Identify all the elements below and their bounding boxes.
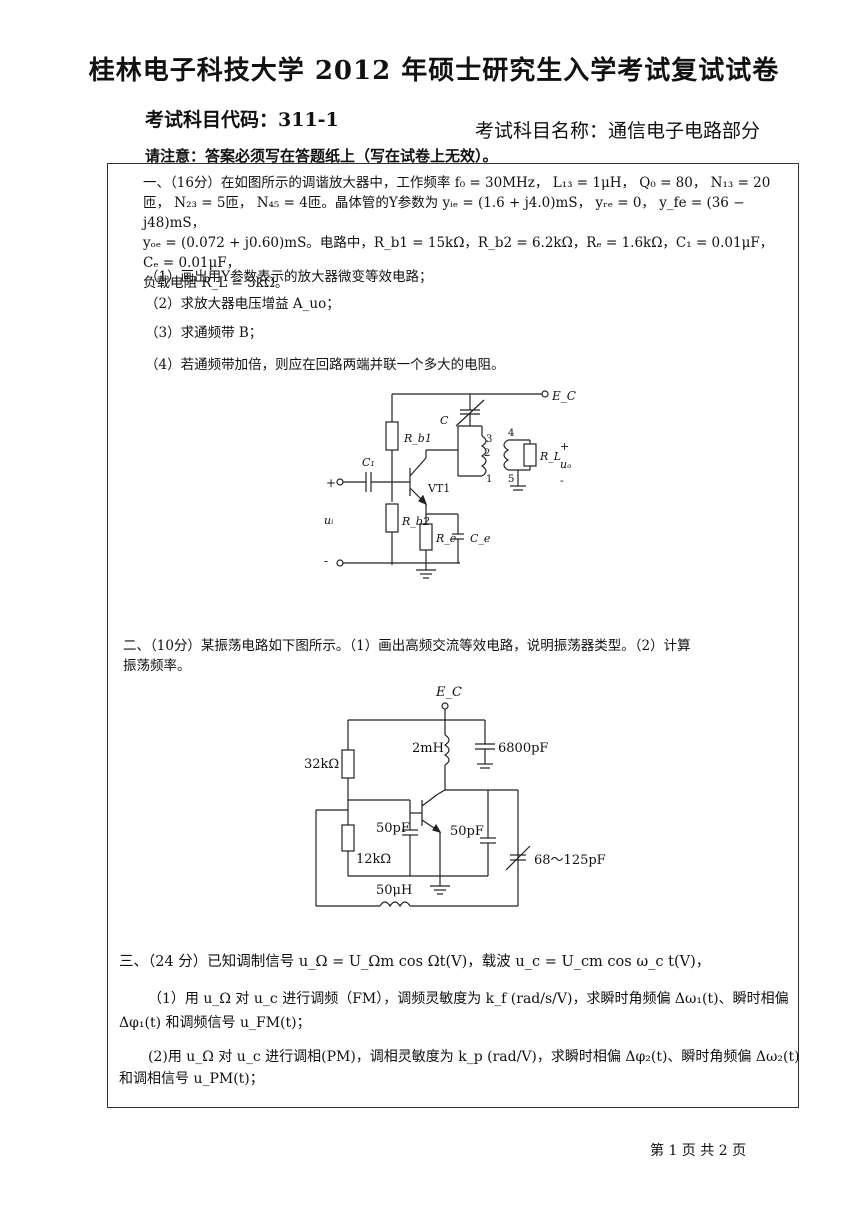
c2-label: 50pF bbox=[376, 821, 410, 836]
output-plus: + bbox=[560, 440, 569, 453]
q1-intro-line2: 匝， N₂₃ = 5匝， N₄₅ = 4匝。晶体管的Y参数为 yᵢₑ = (1.… bbox=[143, 195, 745, 231]
q1-intro-line3: yₒₑ = (0.072 + j0.60)mS。电路中，R_b1 = 15kΩ，… bbox=[143, 235, 774, 271]
node2-label: 2 bbox=[484, 448, 490, 459]
q3-intro: 三、（24 分）已知调制信号 u_Ω = U_Ωm cos Ωt(V)，载波 u… bbox=[119, 954, 711, 970]
q1-sub1: （1）画出用Y参数表示的放大器微变等效电路； bbox=[145, 269, 433, 285]
q1-sub4: （4）若通频带加倍，则应在回路两端并联一个多大的电阻。 bbox=[145, 357, 505, 373]
q1-intro-line4: 负载电阻 R_L = 5kΩ。 bbox=[143, 275, 289, 291]
tuned-amplifier-circuit: E_C R_b1 R_b2 C₁ + uᵢ - VT1 R_e C_e C bbox=[324, 389, 576, 579]
l1-label: 2mH bbox=[412, 741, 444, 756]
q2-line1: 二、（10分）某振荡电路如下图所示。（1）画出高频交流等效电路，说明振荡器类型。… bbox=[123, 638, 691, 654]
q3-p2-line1: (2)用 u_Ω 对 u_c 进行调相(PM)，调相灵敏度为 k_p (rad/… bbox=[148, 1049, 800, 1065]
exam-notice: 请注意：答案必须写在答题纸上（写在试卷上无效）。 bbox=[145, 147, 498, 165]
output-minus: - bbox=[560, 474, 564, 487]
q3-p1-line1: （1）用 u_Ω 对 u_c 进行调频（FM），调频灵敏度为 k_f (rad/… bbox=[148, 991, 789, 1007]
q1-sub3: （3）求通频带 B； bbox=[145, 325, 263, 341]
c-label: C bbox=[440, 414, 449, 427]
c1-label: C₁ bbox=[362, 456, 375, 469]
rl-label: R_L bbox=[539, 450, 561, 463]
q3-p2-line2: 和调相信号 u_PM(t)； bbox=[119, 1071, 264, 1087]
node5-label: 5 bbox=[508, 474, 514, 485]
ec-label: E_C bbox=[435, 685, 462, 700]
ui-label: uᵢ bbox=[324, 514, 333, 527]
question2-text: 二、（10分）某振荡电路如下图所示。（1）画出高频交流等效电路，说明振荡器类型。… bbox=[123, 636, 778, 676]
cvar-label: 68～125pF bbox=[534, 853, 606, 868]
c1-label: 6800pF bbox=[498, 741, 548, 756]
node4-label: 4 bbox=[508, 428, 514, 439]
ec-label: E_C bbox=[551, 389, 576, 403]
q2-line2: 振荡频率。 bbox=[123, 658, 191, 674]
vt1-label: VT1 bbox=[427, 482, 450, 495]
ce-label: C_e bbox=[470, 532, 491, 545]
q3-p1-line2: Δφ₁(t) 和调频信号 u_FM(t)； bbox=[119, 1015, 311, 1031]
oscillator-circuit: E_C 32kΩ 2mH 6800pF 50μH 12kΩ 50pF bbox=[304, 685, 606, 908]
question-frame bbox=[107, 163, 799, 1108]
exam-title: 桂林电子科技大学 2012 年硕士研究生入学考试复试试卷 bbox=[88, 56, 780, 86]
page-number: 第 1 页 共 2 页 bbox=[650, 1143, 747, 1159]
r1-label: 32kΩ bbox=[304, 757, 339, 772]
r2-label: 12kΩ bbox=[356, 852, 391, 867]
q1-sub2: （2）求放大器电压增益 A_uo； bbox=[145, 296, 340, 312]
re-label: R_e bbox=[435, 532, 457, 545]
q1-intro-line1: 一、（16分）在如图所示的调谐放大器中，工作频率 f₀ = 30MHz， L₁₃… bbox=[143, 175, 771, 191]
node3-label: 3 bbox=[486, 434, 492, 445]
c3-label: 50pF bbox=[450, 824, 484, 839]
uo-label: uₒ bbox=[560, 458, 571, 471]
input-minus: - bbox=[324, 554, 328, 568]
subject-code: 考试科目代码：311-1 bbox=[145, 109, 339, 131]
node1-label: 1 bbox=[486, 474, 492, 485]
rb2-label: R_b2 bbox=[401, 515, 430, 528]
rb1-label: R_b1 bbox=[403, 432, 432, 445]
l2-label: 50μH bbox=[376, 883, 412, 898]
question1-text: 一、（16分）在如图所示的调谐放大器中，工作频率 f₀ = 30MHz， L₁₃… bbox=[143, 173, 783, 293]
subject-name: 考试科目名称：通信电子电路部分 bbox=[475, 120, 761, 142]
input-plus: + bbox=[326, 476, 336, 490]
